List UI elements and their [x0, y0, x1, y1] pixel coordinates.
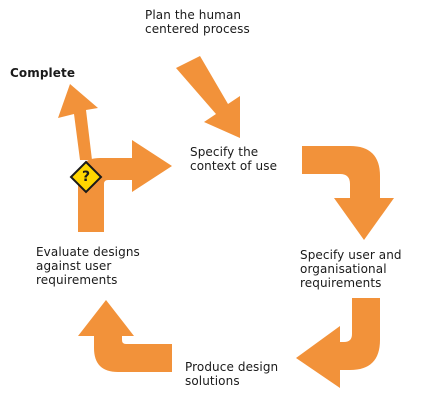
decision-question-icon: ? [69, 160, 103, 194]
arrow-evaluate-to-complete [58, 84, 98, 160]
arrow-evaluate-to-context [78, 140, 172, 232]
arrow-context-to-requirements [302, 146, 394, 240]
arrow-plan-to-context [176, 56, 240, 138]
step-specify-requirements-label: Specify user and organisational requirem… [300, 248, 402, 290]
step-specify-context-label: Specify the context of use [190, 145, 278, 173]
step-plan-label: Plan the human centered process [145, 8, 250, 36]
arrow-requirements-to-produce [296, 298, 380, 388]
step-evaluate-label: Evaluate designs against user requiremen… [36, 245, 140, 287]
arrow-produce-to-evaluate [78, 300, 172, 372]
decision-symbol: ? [81, 169, 91, 185]
exit-complete-label: Complete [10, 66, 76, 80]
step-produce-label: Produce design solutions [185, 360, 279, 388]
